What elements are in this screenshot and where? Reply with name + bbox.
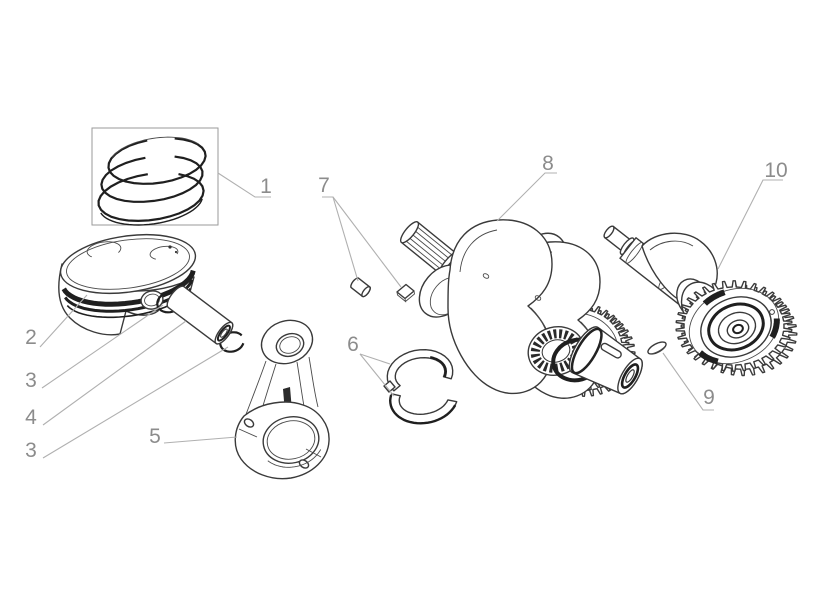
balance-step1 xyxy=(625,242,644,264)
valve-pocket-right xyxy=(149,245,179,260)
piston-rings xyxy=(97,136,207,226)
piston-pin xyxy=(166,285,234,345)
piston xyxy=(58,234,197,336)
crown-edge-line xyxy=(66,238,190,290)
oil-ring-rail xyxy=(100,198,203,226)
crank-output-stub xyxy=(568,326,643,395)
leader-line-dowel-pin-and-key-2 xyxy=(332,196,402,288)
compression-ring-second xyxy=(100,155,204,203)
crown-mark-dot xyxy=(168,245,172,249)
leader-line-dowel-pin-and-key-1 xyxy=(322,196,359,282)
dowel-pin xyxy=(350,277,371,298)
square-key xyxy=(396,283,415,303)
web-oil-hole2 xyxy=(534,295,542,301)
balance-shaft xyxy=(603,225,798,377)
web-oil-hole1 xyxy=(482,273,490,279)
gear-web-slot3 xyxy=(702,289,726,306)
shell-locating-tab xyxy=(383,380,396,393)
leader-line-piston xyxy=(39,294,88,348)
balance-stub-end xyxy=(603,225,615,239)
rod-shank-right-edge xyxy=(308,356,319,408)
rod-bolt-left xyxy=(243,418,255,428)
stub-keyway-slot xyxy=(600,342,622,359)
dowel-end xyxy=(361,285,371,298)
piston-skirt xyxy=(58,263,195,336)
piston-rings-box xyxy=(91,127,219,226)
rod-shank-left-edge xyxy=(244,360,267,418)
bearing-shells xyxy=(383,349,458,425)
leader-line-big-end-bearing-shells-1 xyxy=(359,353,391,365)
gear-web-slot2 xyxy=(698,350,719,365)
connecting-rod xyxy=(234,319,330,480)
piston-crown xyxy=(59,234,197,294)
woodruff-key-edge xyxy=(651,345,666,355)
valve-pocket-left xyxy=(86,241,122,258)
nose-end xyxy=(399,221,420,244)
callout-label-piston-pin-circlip: 3 xyxy=(25,439,37,462)
gear-balance-hole xyxy=(769,309,775,315)
woodruff-key-face xyxy=(647,341,667,355)
circlip-right xyxy=(219,331,245,353)
leader-line-woodruff-key xyxy=(662,352,714,411)
callout-label-connecting-rod: 5 xyxy=(149,425,161,448)
callout-label-dowel-pin-and-key: 7 xyxy=(318,174,330,197)
rod-small-end-chamfer xyxy=(279,336,301,354)
rod-big-end-bore xyxy=(262,416,320,464)
ring-edge-line xyxy=(111,136,199,158)
crown-mark-dot2 xyxy=(174,250,178,254)
leader-line-connecting-rod xyxy=(163,436,238,444)
bearing-shell-upper xyxy=(386,349,454,392)
leader-line-piston-pin xyxy=(42,320,187,426)
callout-label-woodruff-key: 9 xyxy=(703,386,715,409)
leader-line-piston-ring-set xyxy=(217,172,271,198)
stub-base-ring xyxy=(570,327,603,375)
leader-line-piston-pin-circlip xyxy=(42,346,229,459)
leader-line-crankshaft xyxy=(496,172,557,222)
oil-ring xyxy=(97,173,205,223)
callout-label-crankshaft: 8 xyxy=(542,152,554,175)
leader-line-big-end-bearing-shells-2 xyxy=(359,353,395,397)
ring-groove-band1 xyxy=(61,269,196,307)
callout-label-big-end-bearing-shells: 6 xyxy=(347,333,359,356)
gear-web-slot1 xyxy=(769,318,780,339)
callout-label-piston-pin: 4 xyxy=(25,406,37,429)
shell-upper-edge xyxy=(429,356,448,378)
rod-big-end-chamfer xyxy=(266,420,316,460)
crankshaft xyxy=(399,219,643,399)
shell-lower-edge xyxy=(388,394,457,425)
leader-line-piston-pin-circlip xyxy=(41,304,164,389)
nose-splines xyxy=(404,225,453,270)
callouts-layer: 1 2 3 4 3 5 6 7 8 9 10 xyxy=(25,152,788,462)
woodruff-key xyxy=(647,341,667,355)
callout-label-piston-pin-circlip: 3 xyxy=(25,369,37,392)
leader-line-balance-shaft xyxy=(717,179,783,270)
rod-cap-split-lines xyxy=(238,428,322,458)
stub-bore-inner xyxy=(625,369,635,383)
callout-label-piston-ring-set: 1 xyxy=(260,175,272,198)
callout-label-balance-shaft: 10 xyxy=(764,159,787,182)
lobe-contour xyxy=(649,240,694,251)
pin-bore-inner xyxy=(220,328,228,338)
key-side-face xyxy=(396,290,415,303)
balance-hub-center xyxy=(732,323,744,335)
rod-cap-edge xyxy=(267,449,322,468)
callout-label-piston: 2 xyxy=(25,326,37,349)
